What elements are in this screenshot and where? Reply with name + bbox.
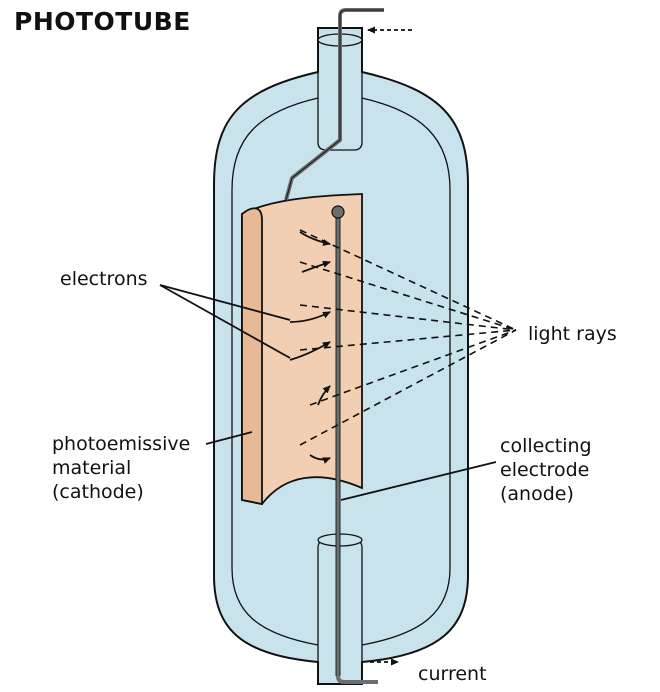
- leader-collecting: [340, 461, 497, 501]
- label-light-rays: light rays: [528, 323, 617, 345]
- cathode-sheet: [241, 193, 363, 505]
- electron-paths: [289, 231, 331, 464]
- glass-inner-contour: [231, 97, 451, 646]
- cathode: [241, 193, 363, 506]
- leader-photoemissive: [205, 431, 253, 445]
- diagram-title: PHOTOTUBE: [14, 7, 191, 36]
- cathode-edge: [241, 207, 263, 506]
- leader-electrons-2: [159, 284, 291, 359]
- anode: [331, 205, 378, 684]
- label-current: current: [418, 663, 487, 685]
- label-electrons: electrons: [60, 268, 148, 290]
- label-photoemissive: photoemissive material (cathode): [52, 433, 196, 503]
- label-collecting: collecting electrode (anode): [500, 435, 598, 505]
- leader-electrons-1: [159, 284, 291, 321]
- light-rays: [299, 229, 517, 446]
- top-stem: [317, 40, 363, 151]
- anode-tip: [331, 205, 345, 219]
